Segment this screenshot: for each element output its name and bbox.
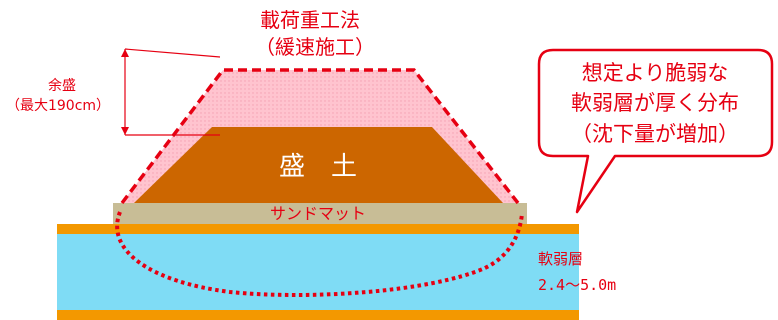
soft-layer-thickness: 2.4～5.0m bbox=[538, 276, 616, 294]
soft-layer-top-border bbox=[57, 224, 579, 234]
embankment bbox=[134, 127, 503, 203]
surcharge-label: 余盛 bbox=[48, 77, 76, 94]
surcharge-outline bbox=[120, 68, 520, 205]
callout-bubble bbox=[537, 48, 774, 214]
soft-layer bbox=[57, 234, 579, 310]
soft-layer-label: 軟弱層 bbox=[538, 250, 583, 268]
callout-line-3: （沈下量が増加） bbox=[571, 122, 739, 146]
surcharge-dimension bbox=[121, 48, 221, 136]
sand-mat bbox=[113, 203, 527, 224]
method-subtitle: （緩速施工） bbox=[255, 35, 375, 59]
soft-layer-bottom-border bbox=[57, 310, 579, 320]
surcharge-detail: （最大190cm） bbox=[6, 98, 110, 114]
sand-mat-label: サンドマット bbox=[270, 204, 366, 223]
settlement-curve bbox=[115, 211, 524, 297]
method-title: 載荷重工法 bbox=[260, 8, 360, 32]
callout-line-2: 軟弱層が厚く分布 bbox=[571, 91, 739, 115]
embankment-label: 盛 土 bbox=[279, 152, 357, 182]
callout-line-1: 想定より脆弱な bbox=[582, 61, 729, 85]
